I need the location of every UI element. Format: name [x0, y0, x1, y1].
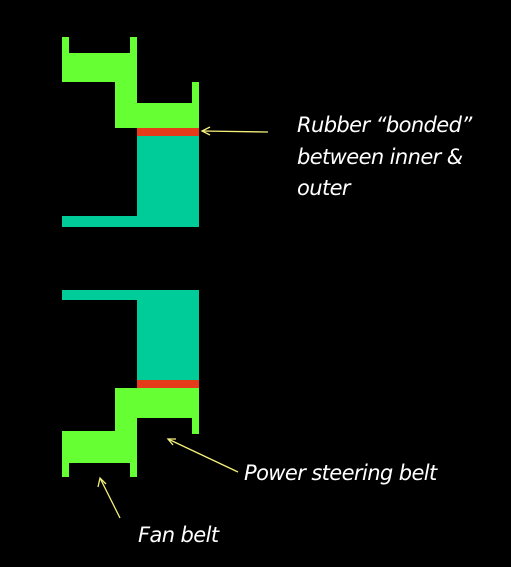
upper-outer-pulley [62, 37, 199, 128]
upper-inner-hub [137, 136, 199, 227]
rubber-bond-label-line1: Rubber “bonded” [297, 113, 472, 137]
lower-inner-hub [137, 290, 199, 380]
upper-hub-flange [62, 216, 137, 227]
upper-rubber-bond [137, 128, 199, 136]
power-steering-belt-label: Power steering belt [244, 461, 437, 485]
fan-belt-label: Fan belt [138, 523, 219, 547]
arrow-to-rubber-bond [200, 126, 269, 136]
arrow-to-fan-belt [97, 476, 121, 519]
lower-rubber-bond [137, 380, 199, 388]
rubber-bond-label-line2: between inner & [297, 145, 463, 169]
arrow-to-power-steering-belt [166, 438, 239, 473]
rubber-bond-label-line3: outer [297, 176, 351, 200]
lower-hub-flange [62, 290, 137, 300]
lower-outer-pulley [62, 388, 199, 477]
